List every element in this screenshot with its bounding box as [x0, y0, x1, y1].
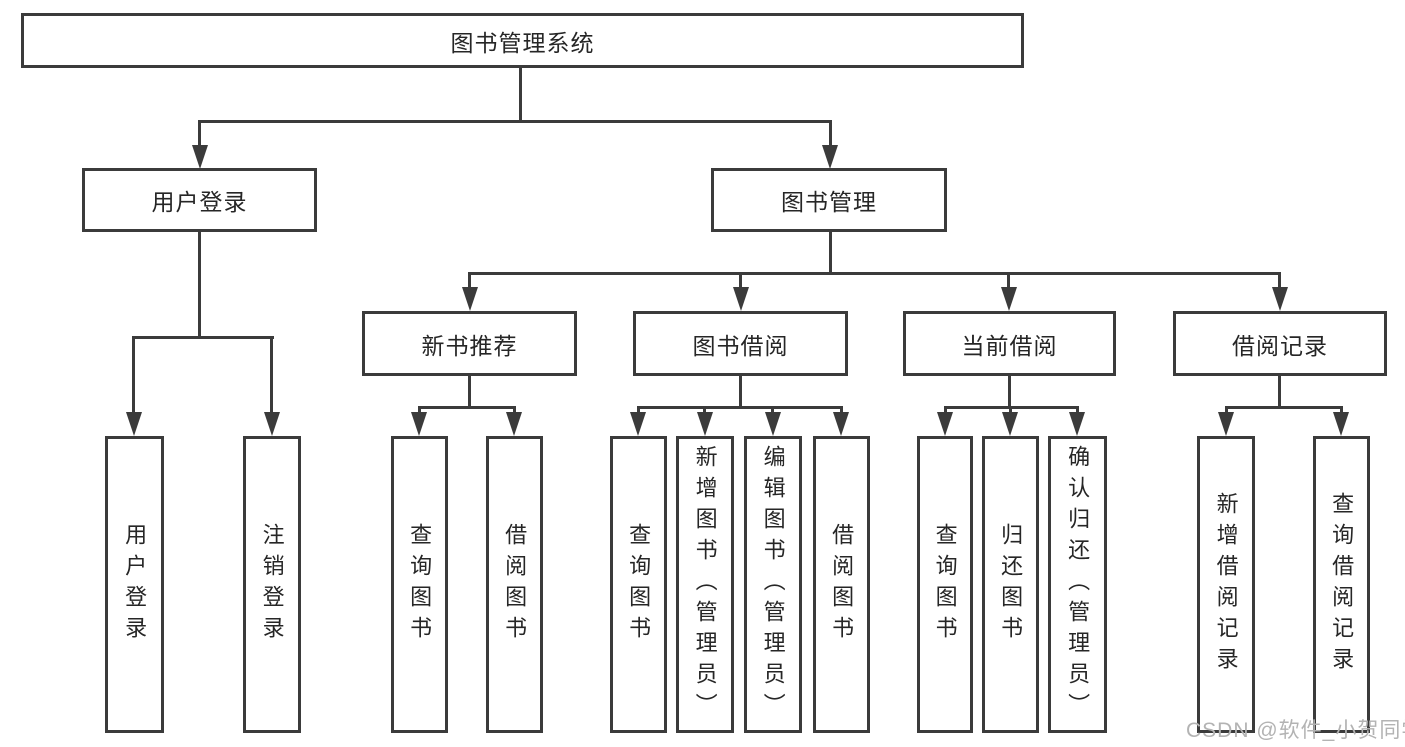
node-root: 图书管理系统	[21, 13, 1024, 68]
connector-line	[829, 120, 832, 147]
connector-line	[739, 272, 742, 289]
connector-line	[270, 336, 273, 414]
arrowhead-down-icon	[1272, 287, 1288, 311]
connector-line	[132, 336, 135, 414]
connector-line	[1225, 406, 1343, 409]
connector-line	[513, 406, 516, 415]
arrowhead-down-icon	[264, 412, 280, 436]
node-new-book-recommend: 新书推荐	[362, 311, 577, 376]
connector-line	[519, 68, 522, 120]
node-user-login: 用户登录	[82, 168, 317, 232]
arrowhead-down-icon	[1218, 412, 1234, 436]
leaf-edit-books-admin: 编辑图书（管理员）	[744, 436, 802, 733]
connector-line	[198, 232, 201, 339]
leaf-add-borrow-record: 新增借阅记录	[1197, 436, 1255, 733]
node-user-login-label: 用户登录	[151, 189, 248, 215]
leaf-return-books: 归还图书	[982, 436, 1039, 733]
node-book-management: 图书管理	[711, 168, 947, 232]
node-new-book-recommend-label: 新书推荐	[421, 332, 518, 359]
leaf-query-borrow-record-label: 查询借阅记录	[1329, 491, 1355, 678]
connector-line	[1278, 376, 1281, 409]
node-book-borrow-label: 图书借阅	[692, 332, 789, 359]
leaf-logout-label: 注销登录	[259, 522, 285, 647]
leaf-confirm-return-admin-label: 确认归还（管理员）	[1065, 445, 1091, 724]
leaf-borrow-books-recommend-label: 借阅图书	[502, 522, 528, 647]
connector-line	[1007, 272, 1010, 289]
arrowhead-down-icon	[411, 412, 427, 436]
arrowhead-down-icon	[506, 412, 522, 436]
node-borrow-records-label: 借阅记录	[1232, 332, 1328, 359]
connector-line	[468, 272, 1281, 275]
leaf-borrow-books: 借阅图书	[813, 436, 870, 733]
leaf-query-borrow-record: 查询借阅记录	[1313, 436, 1370, 733]
connector-line	[418, 406, 516, 409]
arrowhead-down-icon	[126, 412, 142, 436]
connector-line	[1076, 406, 1079, 415]
arrowhead-down-icon	[1001, 287, 1017, 311]
connector-line	[944, 406, 947, 415]
connector-line	[771, 406, 774, 415]
watermark: CSDN @软件_小贺同学	[1186, 719, 1405, 742]
leaf-add-books-admin: 新增图书（管理员）	[676, 436, 734, 733]
node-root-label: 图书管理系统	[450, 29, 595, 56]
connector-line	[637, 406, 843, 409]
connector-line	[1225, 406, 1228, 415]
connector-line	[468, 376, 471, 409]
connector-line	[198, 120, 832, 123]
connector-line	[1009, 406, 1012, 415]
arrowhead-down-icon	[733, 287, 749, 311]
connector-line	[840, 406, 843, 415]
leaf-borrow-books-label: 借阅图书	[829, 522, 855, 647]
leaf-add-books-admin-label: 新增图书（管理员）	[692, 445, 718, 724]
leaf-user-login-label: 用户登录	[122, 522, 148, 647]
leaf-borrow-books-recommend: 借阅图书	[486, 436, 543, 733]
arrowhead-down-icon	[1333, 412, 1349, 436]
node-book-management-label: 图书管理	[781, 189, 877, 215]
connector-line	[468, 272, 471, 289]
node-current-borrow: 当前借阅	[903, 311, 1116, 376]
node-borrow-records: 借阅记录	[1173, 311, 1387, 376]
leaf-query-books-recommend-label: 查询图书	[407, 522, 433, 647]
arrowhead-down-icon	[1002, 412, 1018, 436]
connector-line	[739, 376, 742, 409]
arrowhead-down-icon	[697, 412, 713, 436]
connector-line	[418, 406, 421, 415]
leaf-query-books-current-label: 查询图书	[932, 522, 958, 647]
leaf-query-books-borrow: 查询图书	[610, 436, 667, 733]
connector-line	[132, 336, 274, 339]
connector-line	[1340, 406, 1343, 415]
arrowhead-down-icon	[822, 145, 838, 169]
leaf-query-books-recommend: 查询图书	[391, 436, 448, 733]
connector-line	[637, 406, 640, 415]
arrowhead-down-icon	[833, 412, 849, 436]
leaf-return-books-label: 归还图书	[998, 522, 1024, 647]
connector-line	[198, 120, 201, 147]
leaf-confirm-return-admin: 确认归还（管理员）	[1048, 436, 1107, 733]
arrowhead-down-icon	[462, 287, 478, 311]
connector-line	[829, 232, 832, 275]
leaf-query-books-borrow-label: 查询图书	[626, 522, 652, 647]
arrowhead-down-icon	[937, 412, 953, 436]
node-current-borrow-label: 当前借阅	[961, 332, 1058, 359]
connector-line	[1008, 376, 1011, 409]
connector-line	[1278, 272, 1281, 289]
leaf-user-login: 用户登录	[105, 436, 164, 733]
leaf-query-books-current: 查询图书	[917, 436, 973, 733]
leaf-add-borrow-record-label: 新增借阅记录	[1213, 491, 1239, 678]
connector-line	[703, 406, 706, 415]
leaf-logout: 注销登录	[243, 436, 301, 733]
arrowhead-down-icon	[192, 145, 208, 169]
arrowhead-down-icon	[1069, 412, 1085, 436]
arrowhead-down-icon	[630, 412, 646, 436]
arrowhead-down-icon	[765, 412, 781, 436]
leaf-edit-books-admin-label: 编辑图书（管理员）	[760, 445, 786, 724]
node-book-borrow: 图书借阅	[633, 311, 848, 376]
